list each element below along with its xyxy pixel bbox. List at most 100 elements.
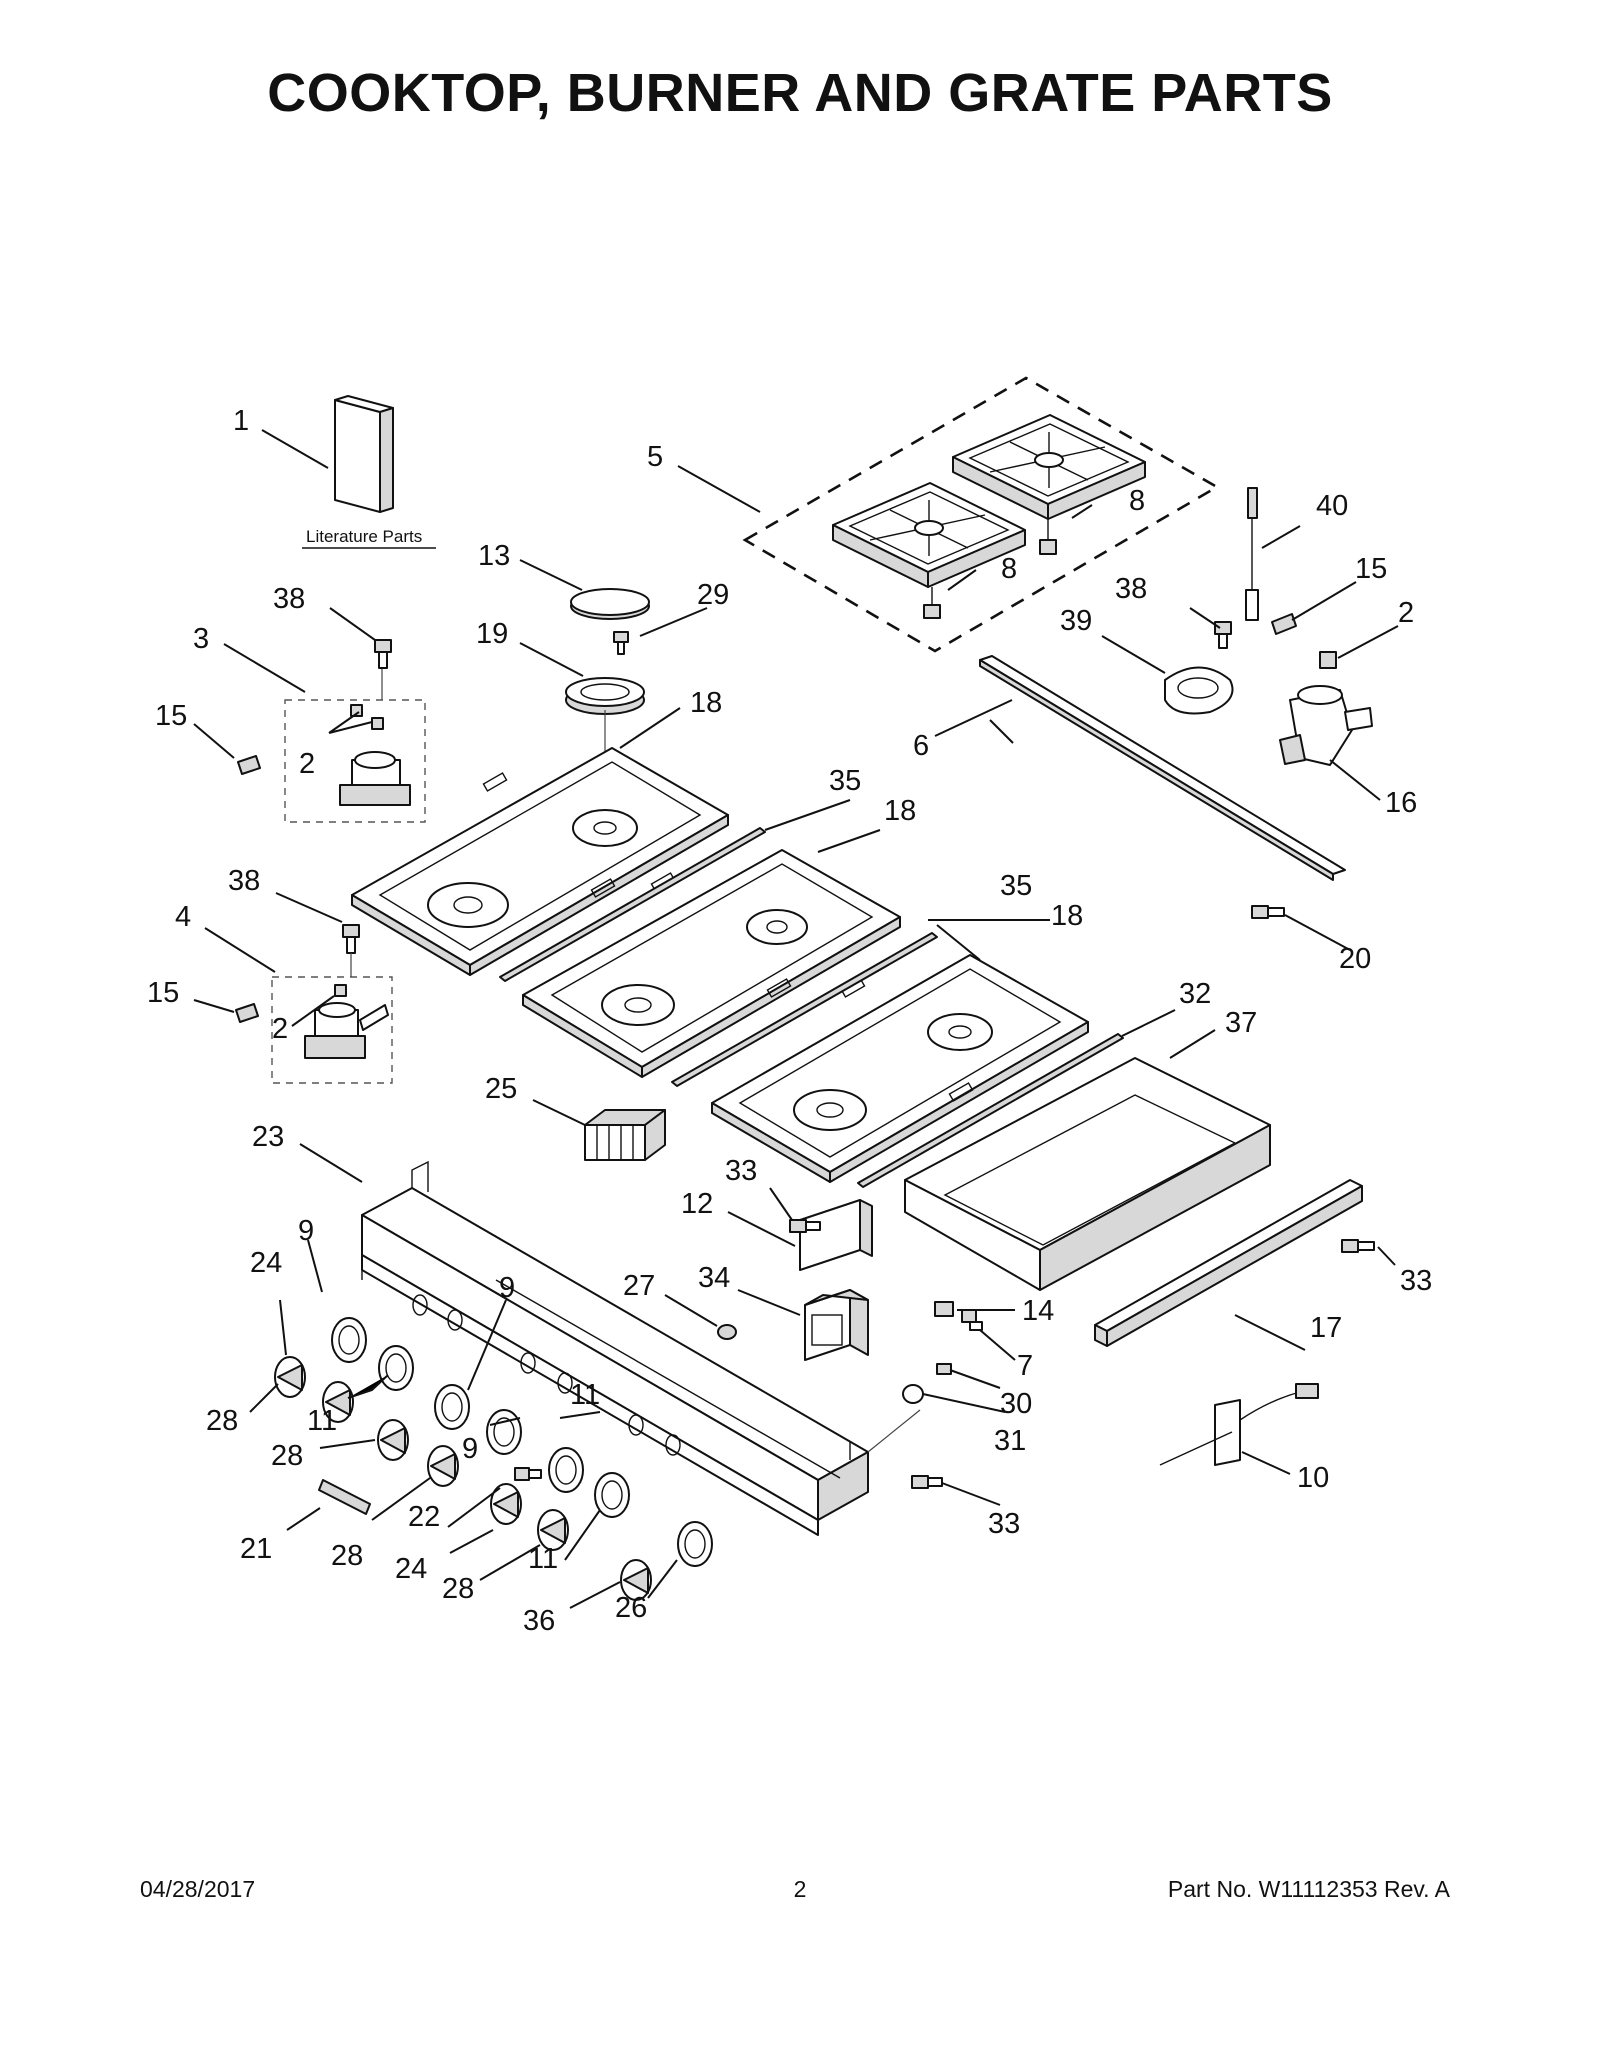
- callout-38: 38: [1115, 573, 1147, 605]
- control-panel: [361, 1160, 869, 1536]
- screw-33-bracket: [789, 1219, 821, 1233]
- grate-assembly: [742, 376, 1220, 653]
- callout-2: 2: [272, 1013, 288, 1045]
- knob-1: [274, 1356, 306, 1398]
- burner-box-middle: [522, 849, 901, 1078]
- callout-15: 15: [147, 977, 179, 1009]
- callout-7: 7: [1017, 1350, 1033, 1382]
- bezel-3: [434, 1384, 470, 1430]
- callout-33: 33: [1400, 1265, 1432, 1297]
- callout-8: 8: [1001, 553, 1017, 585]
- callout-40: 40: [1316, 490, 1348, 522]
- burner-box-right: [711, 954, 1089, 1183]
- switch-block: [584, 1109, 666, 1161]
- callout-35: 35: [829, 765, 861, 797]
- callout-32: 32: [1179, 978, 1211, 1010]
- kitchenaid-badge: [318, 1479, 371, 1515]
- bezel-6: [594, 1472, 630, 1518]
- temp-sensor: [1159, 1383, 1319, 1466]
- callout-11: 11: [528, 1543, 558, 1575]
- callout-3: 3: [193, 623, 209, 655]
- clip-14: [934, 1301, 954, 1317]
- valve-assembly-3: [284, 660, 426, 823]
- callout-16: 16: [1385, 787, 1417, 819]
- callout-37: 37: [1225, 1007, 1257, 1039]
- callout-9: 9: [298, 1215, 314, 1247]
- bezel-7: [677, 1521, 713, 1567]
- callout-33: 33: [988, 1508, 1020, 1540]
- seal-strip-32: [857, 1033, 1124, 1188]
- screw-33-right: [1341, 1239, 1375, 1253]
- callout-22: 22: [408, 1501, 440, 1533]
- callout-35: 35: [1000, 870, 1032, 902]
- knob-3: [377, 1419, 409, 1461]
- callout-25: 25: [485, 1073, 517, 1105]
- burner-valve-16: [1279, 685, 1373, 766]
- knob-5: [490, 1483, 522, 1525]
- literature-booklet: Literature Parts: [302, 395, 436, 549]
- screw-20: [1251, 905, 1285, 919]
- callout-11: 11: [570, 1379, 600, 1411]
- callout-24: 24: [395, 1553, 427, 1585]
- callout-39: 39: [1060, 605, 1092, 637]
- bezel-5: [548, 1447, 584, 1493]
- knob-2: [322, 1381, 354, 1423]
- callout-26: 26: [615, 1592, 647, 1624]
- bezel-2: [378, 1345, 414, 1391]
- knob-7: [620, 1559, 652, 1601]
- callout-18: 18: [1051, 900, 1083, 932]
- bezel-1: [331, 1317, 367, 1363]
- callout-13: 13: [478, 540, 510, 572]
- callout-18: 18: [690, 687, 722, 719]
- knob-6: [537, 1509, 569, 1551]
- callout-12: 12: [681, 1188, 713, 1220]
- callout-31: 31: [994, 1425, 1026, 1457]
- callout-11: 11: [307, 1405, 337, 1437]
- callout-labels: 1 5 40 8 8 13 29 38 38 15 2 3 19 39 18 1…: [147, 405, 1432, 1637]
- callout-5: 5: [647, 441, 663, 473]
- callout-28: 28: [206, 1405, 238, 1437]
- screw-29: [613, 631, 629, 655]
- bracket-12: [799, 1199, 873, 1271]
- clip-15-right: [1271, 613, 1297, 635]
- callout-6: 6: [913, 730, 929, 762]
- callout-19: 19: [476, 618, 508, 650]
- cap-2-right: [1319, 651, 1337, 669]
- callout-34: 34: [698, 1262, 730, 1294]
- callout-2: 2: [299, 748, 315, 780]
- screw-33-lower: [911, 1475, 943, 1489]
- callout-28: 28: [331, 1540, 363, 1572]
- seal-strip-35-a: [499, 827, 766, 982]
- footer-part-number: Part No. W11112353 Rev. A: [1167, 1876, 1450, 1902]
- clip-30: [936, 1363, 952, 1375]
- callout-38: 38: [273, 583, 305, 615]
- screw-38-lower: [342, 924, 360, 977]
- callout-24: 24: [250, 1247, 282, 1279]
- callout-28: 28: [442, 1573, 474, 1605]
- screw-38-upper: [374, 639, 392, 669]
- callout-23: 23: [252, 1121, 284, 1153]
- page-title: COOKTOP, BURNER AND GRATE PARTS: [267, 63, 1333, 123]
- burner-cap: [570, 588, 650, 620]
- callout-27: 27: [623, 1270, 655, 1302]
- screw-22: [514, 1467, 542, 1481]
- callout-15: 15: [155, 700, 187, 732]
- callout-18: 18: [884, 795, 916, 827]
- callout-1: 1: [233, 405, 249, 437]
- callout-20: 20: [1339, 943, 1371, 975]
- grommet-31: [902, 1384, 924, 1404]
- screw-38-right: [1214, 621, 1232, 649]
- footer-date: 04/28/2017: [140, 1876, 256, 1902]
- callout-8: 8: [1129, 485, 1145, 517]
- clip-15-lower: [235, 1003, 259, 1023]
- gasket-39: [1164, 666, 1234, 715]
- callout-29: 29: [697, 579, 729, 611]
- module-34: [804, 1289, 869, 1361]
- callout-10: 10: [1297, 1462, 1329, 1494]
- burner-box-left: [351, 747, 729, 976]
- knob-4: [427, 1445, 459, 1487]
- callout-38: 38: [228, 865, 260, 897]
- callout-15: 15: [1355, 553, 1387, 585]
- callout-33: 33: [725, 1155, 757, 1187]
